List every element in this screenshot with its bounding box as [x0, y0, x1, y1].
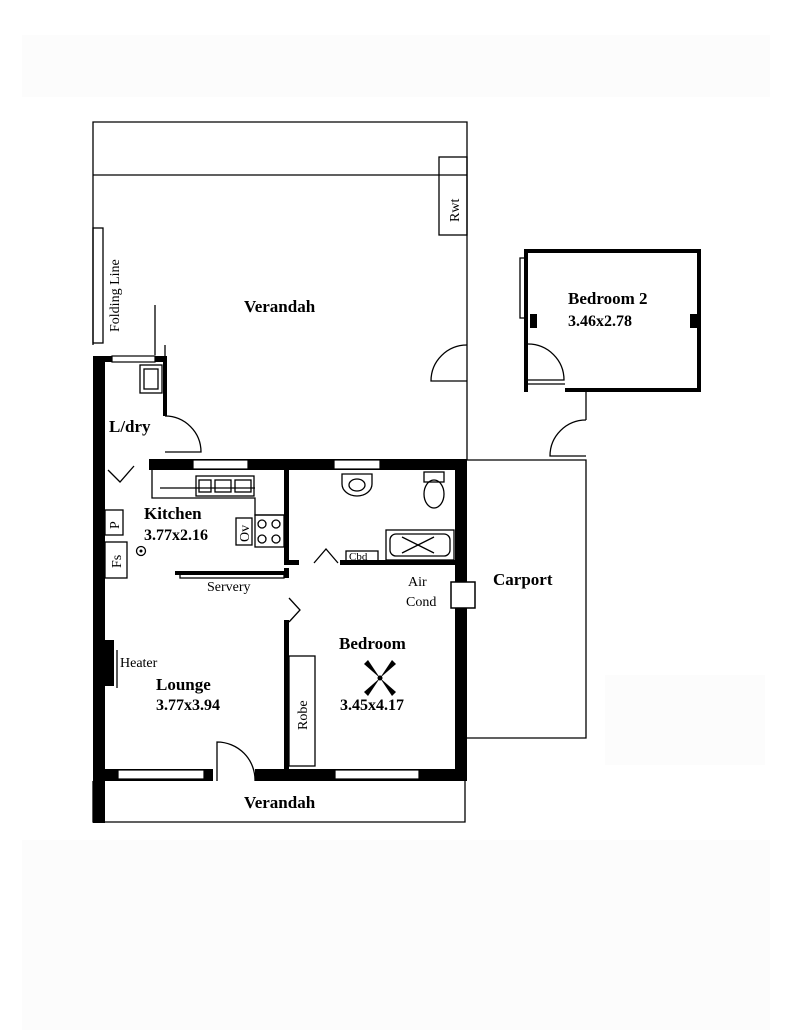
- servery-label: Servery: [207, 580, 251, 595]
- oven-label: Ov: [238, 525, 253, 542]
- bedroom2-dims: 3.46x2.78: [568, 313, 632, 330]
- verandah-top-label: Verandah: [244, 297, 316, 316]
- bedroom2-label: Bedroom 2: [568, 289, 648, 308]
- verandah-top-outline: [92, 121, 468, 460]
- carport-outline: [467, 459, 587, 739]
- bedroom2-structure: [519, 249, 701, 457]
- lounge-dims: 3.77x3.94: [156, 697, 220, 714]
- cbd-label: Cbd: [349, 551, 368, 563]
- kitchen-dims: 3.77x2.16: [144, 527, 208, 544]
- heater-label: Heater: [120, 656, 158, 671]
- background-panel-bottom: [22, 840, 770, 1030]
- air-cond-label-line1: Air: [408, 575, 427, 590]
- bedroom-dims: 3.45x4.17: [340, 697, 404, 714]
- kitchen-label: Kitchen: [144, 504, 202, 523]
- lounge-fixtures: [105, 597, 301, 782]
- bathroom-fixtures: [313, 471, 455, 564]
- kitchen-fixtures: [104, 470, 285, 579]
- air-cond-label-line2: Cond: [406, 595, 436, 610]
- folding-line-label: Folding Line: [108, 259, 123, 332]
- verandah-bottom-label: Verandah: [244, 793, 316, 812]
- lounge-label: Lounge: [156, 675, 211, 694]
- fridge-space-label: Fs: [110, 555, 125, 568]
- pantry-label: P: [108, 521, 123, 529]
- background-panel-right: [605, 675, 765, 765]
- bedroom-label: Bedroom: [339, 634, 406, 653]
- laundry-label: L/dry: [109, 417, 151, 436]
- air-conditioner: [450, 581, 476, 609]
- carport-label: Carport: [493, 570, 553, 589]
- robe-label: Robe: [296, 700, 311, 730]
- rwt-label: Rwt: [448, 199, 463, 222]
- laundry-fixtures: [107, 364, 202, 483]
- bedroom-fixtures: [288, 655, 396, 767]
- verandah-bottom-outline: [92, 781, 466, 823]
- background-panel-top: [22, 35, 770, 97]
- windows: [111, 355, 420, 780]
